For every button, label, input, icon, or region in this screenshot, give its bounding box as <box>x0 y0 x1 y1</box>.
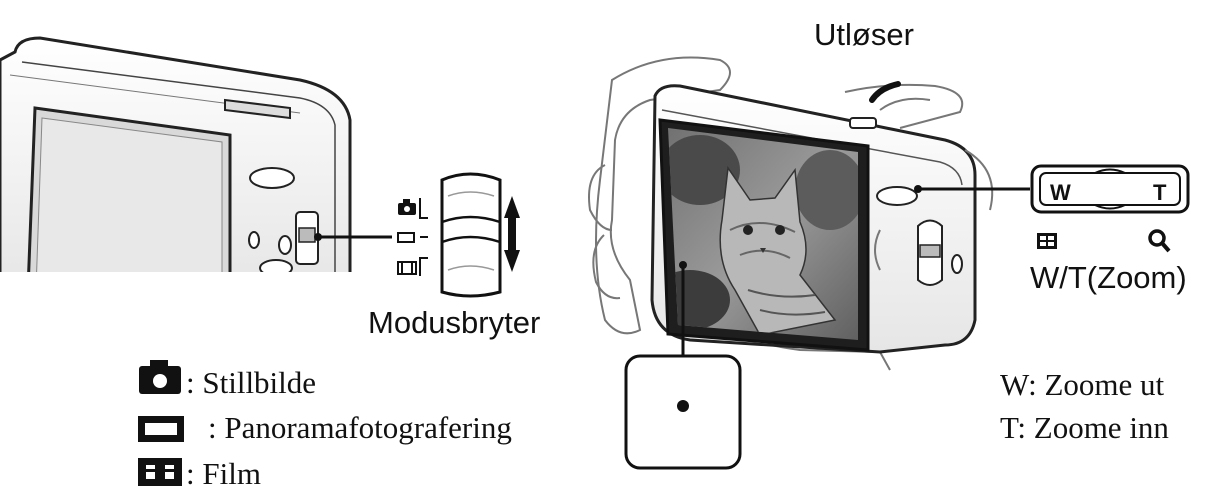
zoom-in-magnifier-icon <box>1148 229 1171 253</box>
zoom-t-key: T <box>1153 180 1167 205</box>
mode-legend-film: : Film <box>186 456 261 491</box>
mode-legend-still: : Stillbilde <box>186 365 316 400</box>
mode-legend-panorama: : Panoramafotografering <box>208 410 512 445</box>
mode-legend: : Stillbilde : Panoramafotografering : F… <box>138 360 512 491</box>
zoom-out-grid-icon <box>1037 233 1057 249</box>
switch-panorama-icon <box>397 232 428 243</box>
switch-camera-icon <box>398 198 428 219</box>
shutter-press-arc <box>869 81 901 103</box>
zoom-legend-w: W: Zoome ut <box>1000 367 1165 402</box>
camera-icon <box>139 360 181 394</box>
shutter-label: Utløser <box>814 17 914 52</box>
zoom-lever: W T <box>1030 164 1190 214</box>
hands-holding-camera <box>588 56 994 371</box>
zoom-label: W/T(Zoom) <box>1030 260 1187 295</box>
mode-switch-label: Modusbryter <box>368 305 540 340</box>
camera-back-left <box>0 36 352 272</box>
switch-film-icon <box>397 257 428 276</box>
cat-photo <box>719 165 837 336</box>
film-icon <box>138 458 182 486</box>
screen-callout <box>624 261 742 470</box>
panorama-icon <box>138 416 184 442</box>
zoom-legend-t: T: Zoome inn <box>1000 410 1169 445</box>
zoom-w-key: W <box>1050 180 1071 205</box>
slide-direction-arrow <box>504 196 520 272</box>
mode-switch-enlarged <box>397 172 520 298</box>
